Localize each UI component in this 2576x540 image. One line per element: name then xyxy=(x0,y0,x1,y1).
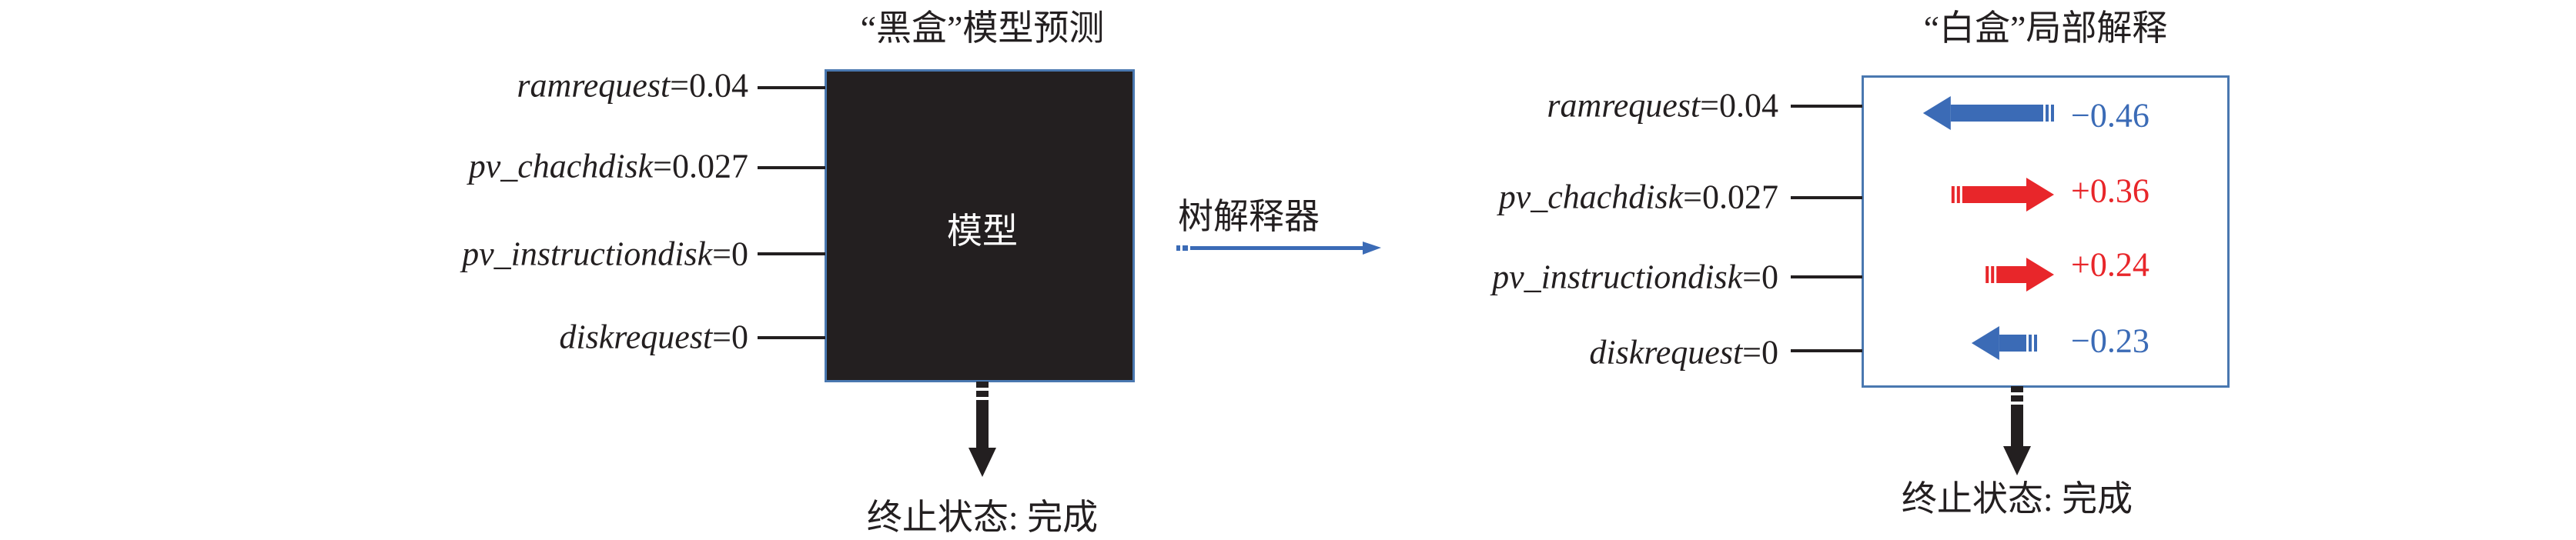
explainer-arrow-shaft xyxy=(1190,246,1367,250)
connector-line xyxy=(1791,196,1862,199)
left-down-arrow-stripe xyxy=(976,382,989,388)
right-feature-label: pv_instructiondisk=0 xyxy=(1492,258,1778,296)
black-box-model xyxy=(825,69,1135,382)
contribution-arrow-shaft xyxy=(1999,335,2026,352)
connector-line xyxy=(758,336,825,339)
left-down-arrow-stripe xyxy=(976,391,989,397)
explainer-arrow-head xyxy=(1363,242,1381,255)
connector-line xyxy=(758,166,825,169)
contribution-arrow-head xyxy=(1922,96,1951,130)
right-feature-label: diskrequest=0 xyxy=(1589,333,1778,372)
black-box-title: “黑盒”模型预测 xyxy=(860,8,1105,48)
connector-line xyxy=(758,252,825,255)
right-down-arrow-stripe xyxy=(2011,395,2023,402)
contribution-arrow-stripe xyxy=(2034,335,2037,352)
right-down-arrow-stripe xyxy=(2011,386,2023,392)
connector-line xyxy=(1791,105,1862,108)
left-feature-label: pv_instructiondisk=0 xyxy=(462,235,748,273)
contribution-arrow-stripe xyxy=(1991,266,1995,283)
white-box-title: “白盒”局部解释 xyxy=(1923,8,2168,48)
contribution-arrow-shaft xyxy=(1996,266,2026,283)
contribution-value: +0.36 xyxy=(2071,172,2149,210)
contribution-arrow-stripe xyxy=(1956,186,1960,203)
contribution-value: −0.23 xyxy=(2071,322,2149,360)
contribution-arrow-stripe xyxy=(1986,266,1989,283)
contribution-arrow-head xyxy=(2026,258,2054,292)
left-feature-label: pv_chachdisk=0.027 xyxy=(468,147,748,185)
explainer-label: 树解释器 xyxy=(1178,197,1320,236)
contribution-arrow-stripe xyxy=(2046,105,2049,122)
connector-line xyxy=(758,86,825,89)
left-down-arrow-head xyxy=(969,448,996,477)
contribution-arrow-shaft xyxy=(1950,105,2043,122)
right-feature-label: pv_chachdisk=0.027 xyxy=(1498,178,1778,216)
right-feature-label: ramrequest=0.04 xyxy=(1547,86,1778,125)
left-feature-label: diskrequest=0 xyxy=(559,318,748,356)
contribution-arrow-stripe xyxy=(2029,335,2032,352)
white-box-explanation xyxy=(1862,75,2230,388)
contribution-arrow-shaft xyxy=(1962,186,2026,203)
right-down-arrow-shaft xyxy=(2011,405,2023,448)
connector-line xyxy=(1791,275,1862,278)
model-label: 模型 xyxy=(947,212,1018,251)
contribution-arrow-head xyxy=(1971,326,1999,360)
connector-line xyxy=(1791,349,1862,352)
left-feature-label: ramrequest=0.04 xyxy=(517,66,748,105)
contribution-arrow-stripe xyxy=(2051,105,2054,122)
contribution-arrow-head xyxy=(2026,178,2054,212)
explainer-arrow-stripe xyxy=(1176,245,1180,251)
contribution-value: −0.46 xyxy=(2071,96,2149,135)
contribution-arrow-stripe xyxy=(1951,186,1955,203)
left-outcome-label: 终止状态: 完成 xyxy=(866,498,1099,537)
right-outcome-label: 终止状态: 完成 xyxy=(1901,479,2133,518)
left-down-arrow-shaft xyxy=(976,400,989,449)
right-down-arrow-head xyxy=(2003,446,2031,475)
contribution-value: +0.24 xyxy=(2071,245,2149,284)
explainer-arrow-stripe xyxy=(1183,245,1188,251)
